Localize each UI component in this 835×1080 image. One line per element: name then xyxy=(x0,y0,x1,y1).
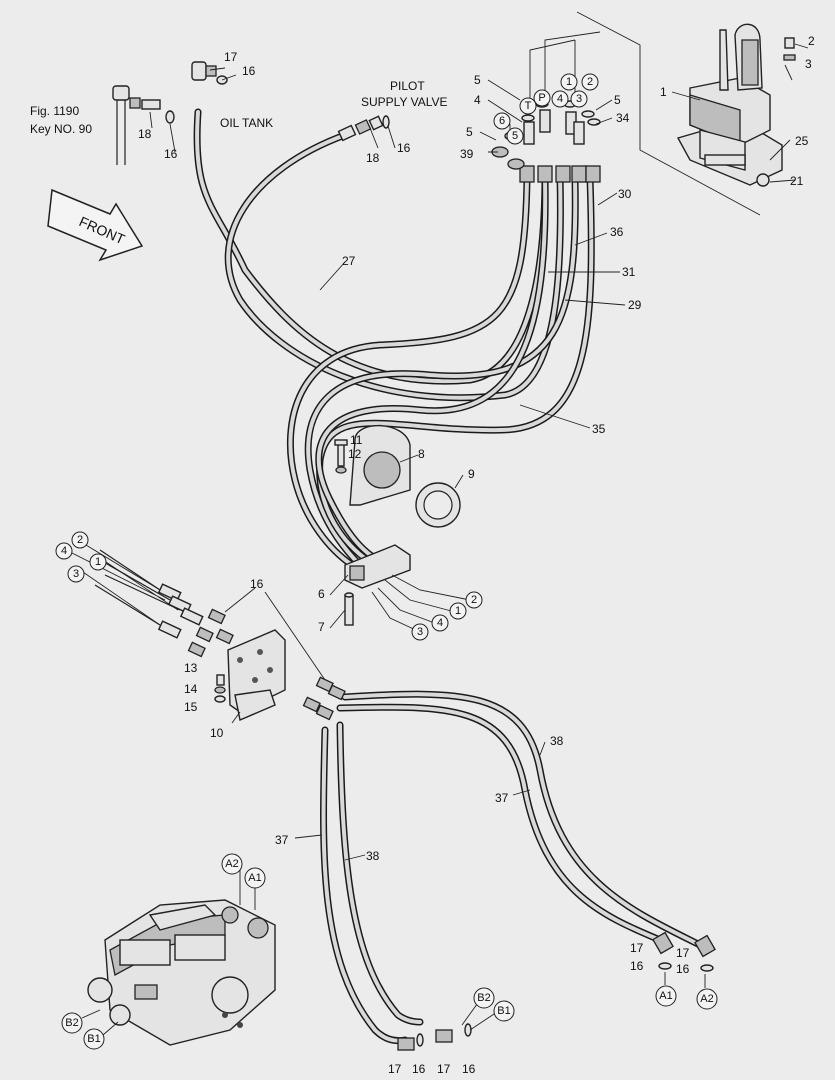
port-mark-3-left: 3 xyxy=(73,568,79,580)
callout-37: 37 xyxy=(275,833,289,847)
callout-17-left: 16 xyxy=(164,147,178,161)
port-mark-2-left: 2 xyxy=(77,534,83,546)
oil-tank-label: OIL TANK xyxy=(220,116,273,130)
port-mark-a2-valve: A2 xyxy=(225,858,238,870)
callout-8: 8 xyxy=(418,447,425,461)
callout-18-a2: 17 xyxy=(676,946,690,960)
port-mark-3-top: 3 xyxy=(576,93,582,105)
callout-30: 30 xyxy=(618,187,632,201)
fig-ref-line1: Fig. 1190 xyxy=(30,104,79,118)
hoses xyxy=(193,108,704,1045)
port-mark-4-block: 4 xyxy=(437,617,443,629)
text-labels: Fig. 1190 Key NO. 90 OIL TANK PILOT SUPP… xyxy=(30,79,448,136)
callout-numbers: 17 16 18 16 18 16 5 4 5 39 5 34 27 30 36… xyxy=(138,34,815,1076)
pilot-valve xyxy=(676,23,796,187)
port-marks: 1 2 P T 4 3 6 5 2 4 1 3 2 1 4 3 A2 A1 B2… xyxy=(55,73,718,1050)
callout-17-a2: 16 xyxy=(676,962,690,976)
callout-21: 21 xyxy=(790,174,804,188)
callout-15: 15 xyxy=(184,700,198,714)
clamp-assembly xyxy=(334,424,461,528)
callout-3: 3 xyxy=(805,57,812,71)
callout-36: 37 xyxy=(495,791,509,805)
port-mark-a1-valve: A1 xyxy=(248,872,261,884)
callout-17-b2: 16 xyxy=(462,1062,476,1076)
leader-lines xyxy=(69,43,809,1036)
callout-25: 25 xyxy=(795,134,809,148)
callout-6: 6 xyxy=(318,587,325,601)
callout-17-b1: 16 xyxy=(412,1062,426,1076)
junction-block xyxy=(344,544,411,626)
callout-28: 34 xyxy=(616,111,630,125)
callout-13: 13 xyxy=(184,661,198,675)
callout-31: 31 xyxy=(622,265,636,279)
control-valve xyxy=(87,899,276,1046)
callout-2: 2 xyxy=(808,34,815,48)
port-mark-b1-valve: B1 xyxy=(87,1033,100,1045)
callout-18-top: 17 xyxy=(224,50,238,64)
port-mark-3-block: 3 xyxy=(417,626,423,638)
front-arrow: FRONT xyxy=(47,188,144,262)
port-mark-t: T xyxy=(525,100,532,112)
callout-18-a1: 17 xyxy=(630,941,644,955)
callout-7: 7 xyxy=(318,620,325,634)
callout-17-mid: 16 xyxy=(397,141,411,155)
callout-5b: 5 xyxy=(466,125,473,139)
port-mark-1-block: 1 xyxy=(455,605,461,617)
callout-4: 4 xyxy=(474,93,481,107)
callout-18-b1: 17 xyxy=(388,1062,402,1076)
port-mark-a2-end: A2 xyxy=(700,993,713,1005)
callout-17-top: 16 xyxy=(242,64,256,78)
callout-17-a1: 16 xyxy=(630,959,644,973)
callout-19-left: 18 xyxy=(138,127,152,141)
port-mark-p: P xyxy=(538,92,545,104)
port-mark-4-top: 4 xyxy=(557,93,563,105)
port-mark-4-left: 4 xyxy=(61,545,67,557)
callout-18-b2: 17 xyxy=(437,1062,451,1076)
callout-29: 29 xyxy=(628,298,642,312)
port-mark-b2-end: B2 xyxy=(477,992,490,1004)
callout-14: 14 xyxy=(184,682,198,696)
port-mark-1-top: 1 xyxy=(566,76,572,88)
callout-39: 39 xyxy=(460,147,474,161)
port-mark-1-left: 1 xyxy=(95,556,101,568)
port-mark-5: 5 xyxy=(512,130,518,142)
port-mark-2-block: 2 xyxy=(471,594,477,606)
callout-19-mid: 18 xyxy=(366,151,380,165)
callout-11: 11 xyxy=(350,433,363,447)
callout-5a: 5 xyxy=(474,73,481,87)
callout-5c: 5 xyxy=(614,93,621,107)
callout-34: 35 xyxy=(592,422,606,436)
port-mark-b2-valve: B2 xyxy=(65,1017,78,1029)
pilot-label-line1: PILOT xyxy=(390,79,425,93)
callout-9: 9 xyxy=(468,467,475,481)
port-mark-b1-end: B1 xyxy=(497,1005,510,1017)
manifold-bracket xyxy=(94,549,346,721)
port-mark-2-top: 2 xyxy=(587,76,593,88)
callout-35: 36 xyxy=(610,225,624,239)
callout-38-bottom: 38 xyxy=(366,849,380,863)
port-mark-6: 6 xyxy=(499,115,505,127)
fig-ref-line2: Key NO. 90 xyxy=(30,122,92,136)
callout-12: 12 xyxy=(348,447,362,461)
callout-1: 1 xyxy=(660,85,667,99)
callout-27: 27 xyxy=(342,254,356,268)
port-mark-a1-end: A1 xyxy=(659,990,672,1002)
end-fittings xyxy=(397,931,716,1051)
callout-10: 10 xyxy=(210,726,224,740)
callout-16: 16 xyxy=(250,577,264,591)
fittings-top xyxy=(112,11,761,216)
callout-38-right: 38 xyxy=(550,734,564,748)
pilot-label-line2: SUPPLY VALVE xyxy=(361,95,448,109)
